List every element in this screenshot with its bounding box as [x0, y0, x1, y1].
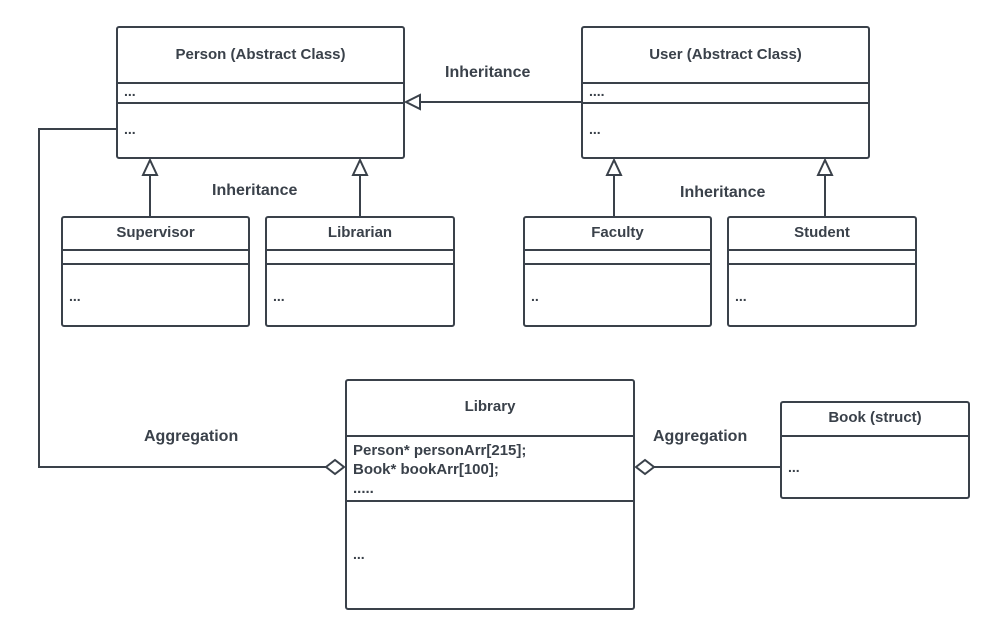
class-book-name-section: Book (struct)	[782, 403, 968, 437]
class-person-methods: ...	[124, 121, 136, 137]
class-librarian-name-section: Librarian	[267, 218, 453, 251]
class-book: Book (struct) ...	[780, 401, 970, 499]
class-library-methods: ...	[353, 546, 365, 562]
aggregation-diamond-library-left	[324, 458, 346, 476]
class-faculty-methods-section: ..	[525, 265, 710, 325]
inheritance-arrowhead-student	[816, 157, 834, 176]
class-librarian-attributes-section	[267, 251, 453, 265]
class-person-name-section: Person (Abstract Class)	[118, 28, 403, 84]
aggregation-label-right: Aggregation	[653, 428, 748, 445]
class-faculty-attributes-section	[525, 251, 710, 265]
inheritance-arrowhead-faculty	[605, 157, 623, 176]
class-person: Person (Abstract Class) ... ...	[116, 26, 405, 159]
aggregation-diamond-library-right	[634, 458, 656, 476]
inheritance-arrowhead-person	[403, 93, 421, 111]
class-library-attributes-section: Person* personArr[215]; Book* bookArr[10…	[347, 437, 633, 502]
class-library-attribute: Book* bookArr[100];	[353, 461, 499, 478]
class-library-methods-section: ...	[347, 502, 633, 608]
class-book-attributes-section: ...	[782, 437, 968, 497]
inheritance-label-right: Inheritance	[680, 184, 766, 201]
class-student-methods-section: ...	[729, 265, 915, 325]
class-user-methods: ...	[589, 121, 601, 137]
class-faculty-methods: ..	[531, 288, 539, 304]
aggregation-line-person-library	[38, 128, 326, 468]
class-supervisor: Supervisor ...	[61, 216, 250, 327]
class-library-attribute: Person* personArr[215];	[353, 442, 527, 459]
class-faculty-name: Faculty	[591, 224, 644, 241]
class-supervisor-name-section: Supervisor	[63, 218, 248, 251]
class-student: Student ...	[727, 216, 917, 327]
class-student-name: Student	[794, 224, 850, 241]
class-librarian-methods-section: ...	[267, 265, 453, 325]
class-person-methods-section: ...	[118, 104, 403, 157]
class-supervisor-name: Supervisor	[116, 224, 195, 241]
inheritance-arrowhead-librarian	[351, 157, 369, 176]
class-user-name-section: User (Abstract Class)	[583, 28, 868, 84]
class-library-attribute: .....	[353, 480, 374, 497]
class-librarian: Librarian ...	[265, 216, 455, 327]
class-person-name: Person (Abstract Class)	[175, 46, 346, 63]
class-person-attributes: ...	[124, 84, 136, 99]
class-supervisor-methods-section: ...	[63, 265, 248, 325]
class-faculty-name-section: Faculty	[525, 218, 710, 251]
class-library: Library Person* personArr[215]; Book* bo…	[345, 379, 635, 610]
class-supervisor-attributes-section	[63, 251, 248, 265]
class-supervisor-methods: ...	[69, 288, 81, 304]
class-user-methods-section: ...	[583, 104, 868, 157]
class-user-attributes-section: ....	[583, 84, 868, 104]
class-librarian-methods: ...	[273, 288, 285, 304]
class-librarian-name: Librarian	[327, 224, 393, 241]
class-library-name: Library	[464, 398, 516, 415]
class-student-name-section: Student	[729, 218, 915, 251]
inheritance-label-left: Inheritance	[212, 182, 298, 199]
class-library-name-section: Library	[347, 381, 633, 437]
class-user-attributes: ....	[589, 84, 605, 99]
class-user: User (Abstract Class) .... ...	[581, 26, 870, 159]
class-user-name: User (Abstract Class)	[649, 46, 802, 63]
class-student-methods: ...	[735, 288, 747, 304]
class-faculty: Faculty ..	[523, 216, 712, 327]
class-book-attributes: ...	[788, 459, 800, 475]
class-book-name: Book (struct)	[828, 409, 922, 426]
inheritance-label-top: Inheritance	[445, 64, 531, 81]
aggregation-label-left: Aggregation	[144, 428, 239, 445]
class-student-attributes-section	[729, 251, 915, 265]
class-person-attributes-section: ...	[118, 84, 403, 104]
inheritance-arrowhead-supervisor	[141, 157, 159, 176]
